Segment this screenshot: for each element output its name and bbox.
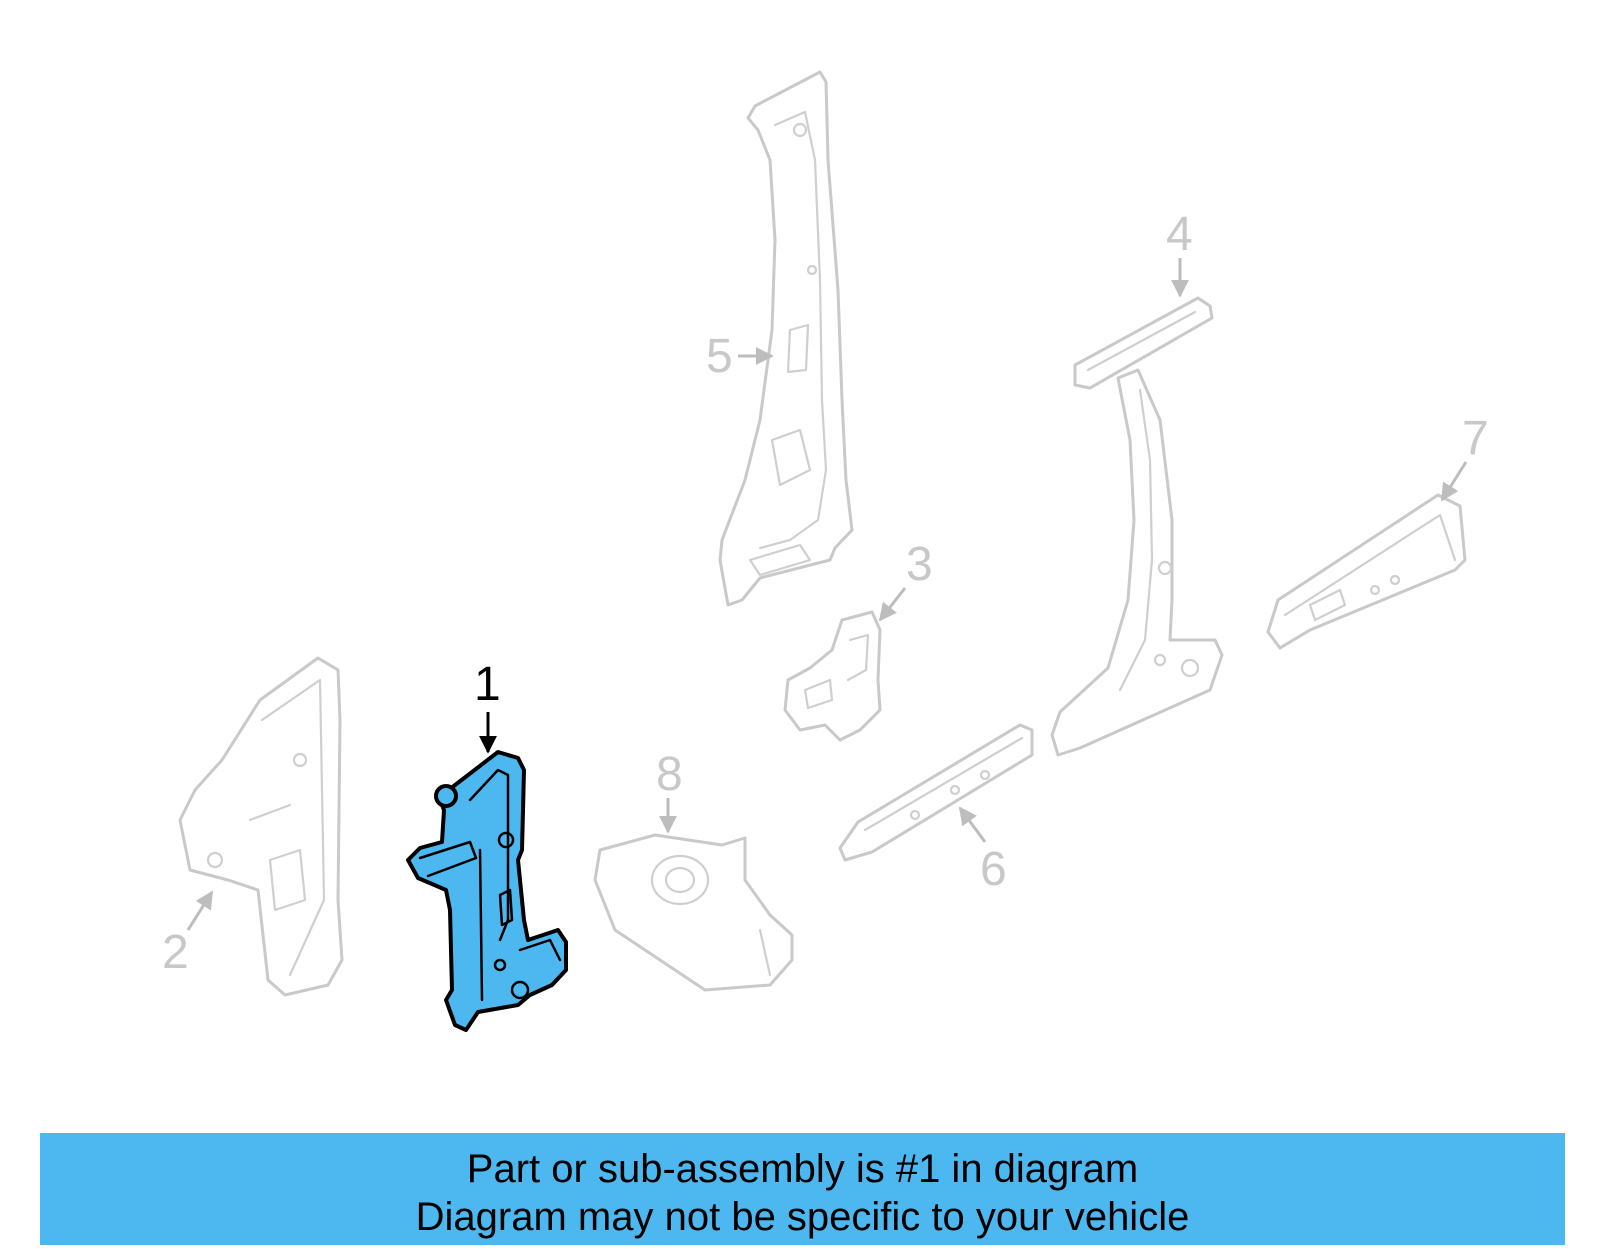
callout-5: 5 [706, 330, 733, 383]
part-4-b-pillar [1050, 296, 1224, 757]
callout-8: 8 [656, 748, 683, 801]
callout-3: 3 [906, 538, 933, 591]
callout-6: 6 [980, 843, 1007, 896]
banner-line-2: Diagram may not be specific to your vehi… [415, 1195, 1190, 1239]
part-6-rocker [838, 723, 1034, 862]
part-8-panel [593, 833, 794, 992]
parts-diagram: 5 4 3 7 6 [162, 70, 1489, 1032]
banner-line-1: Part or sub-assembly is #1 in diagram [466, 1147, 1139, 1191]
part-5-pillar [718, 70, 854, 607]
info-banner: Part or sub-assembly is #1 in diagram Di… [40, 1133, 1565, 1245]
part-7-rail [1266, 493, 1467, 650]
part-2-panel [178, 656, 344, 997]
callout-1: 1 [474, 658, 501, 711]
callout-7: 7 [1462, 412, 1489, 465]
part-3-bracket [783, 610, 882, 742]
callout-4: 4 [1166, 208, 1193, 261]
callout-2: 2 [162, 926, 189, 979]
part-1-hinge-pillar [406, 750, 568, 1032]
